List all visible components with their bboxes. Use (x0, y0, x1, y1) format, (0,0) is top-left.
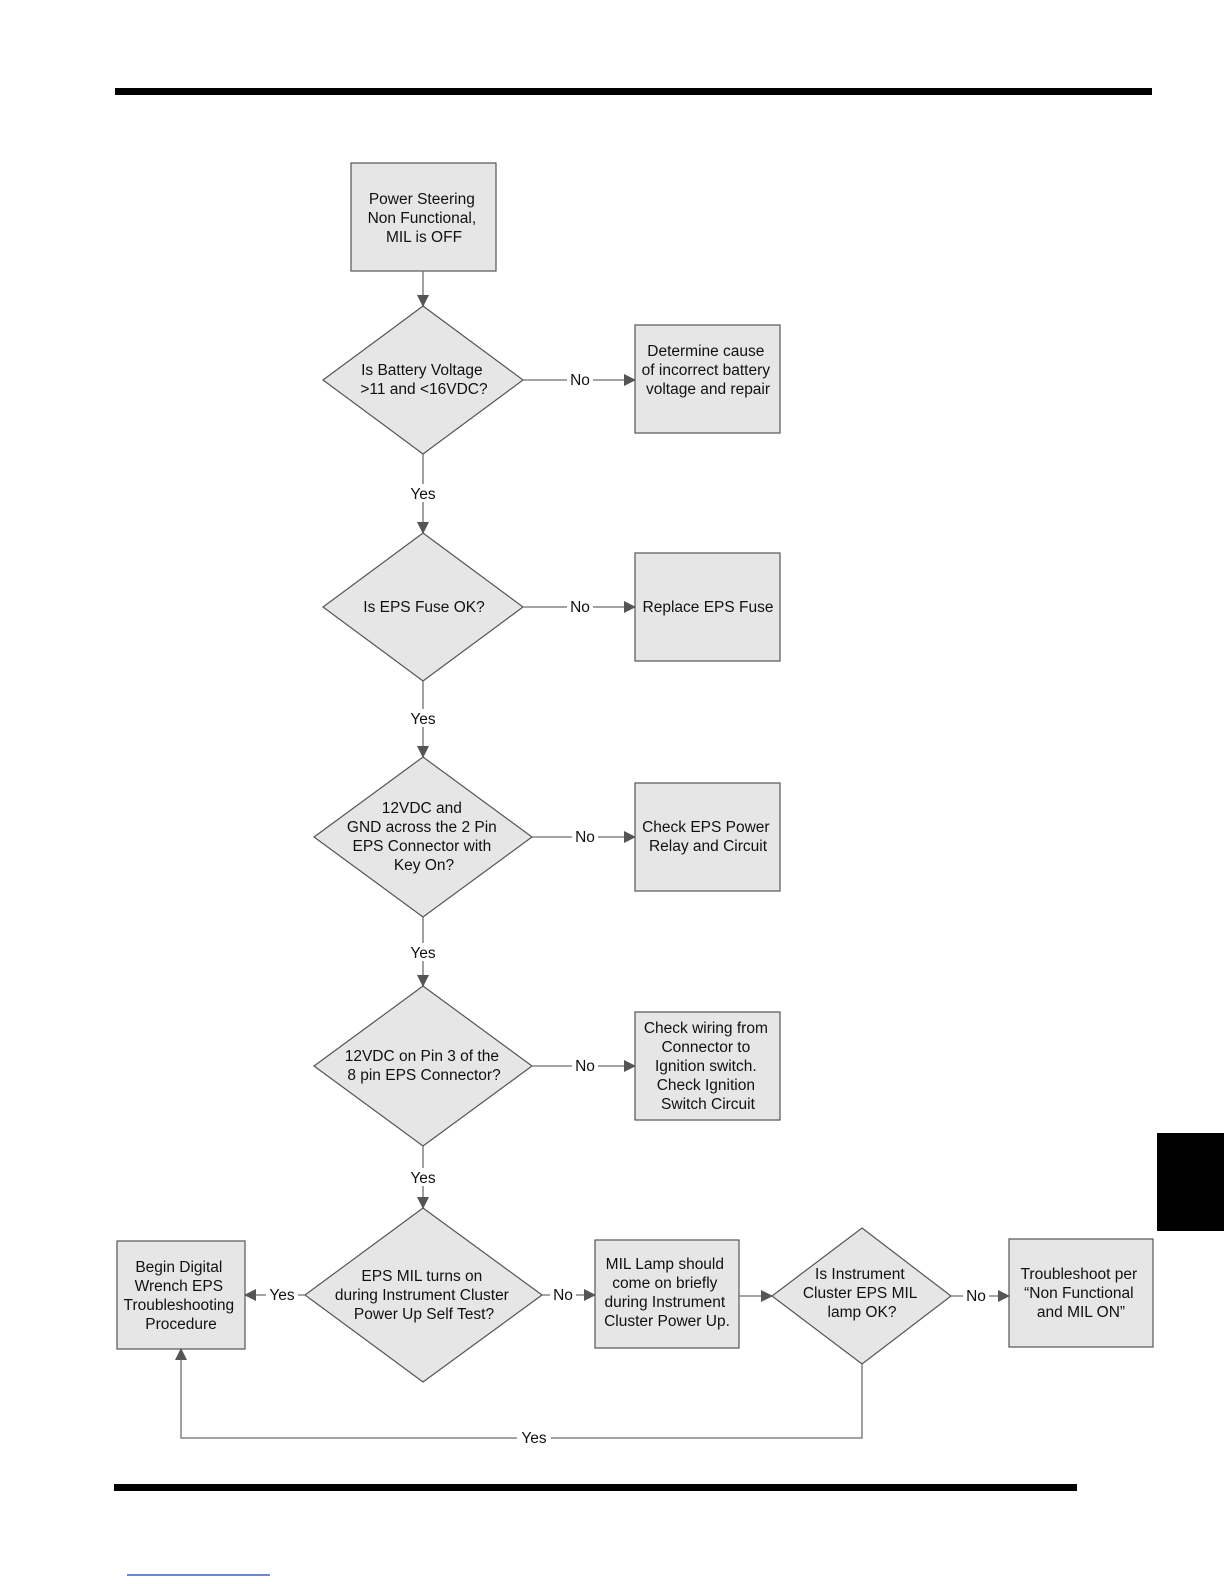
action-check-wiring-box (634, 1011, 781, 1121)
decision-battery-voltage-text: Is Battery Voltage >11 and <16VDC? (360, 362, 488, 398)
decision-cluster-mil-lamp-text: Is Instrument Cluster EPS MIL lamp OK? (803, 1266, 921, 1321)
action-replace-fuse-text: Replace EPS Fuse (643, 599, 774, 616)
action-check-power-relay-text: Check EPS Power Relay and Circuit (642, 819, 774, 855)
action-battery-repair-text: Determine cause of incorrect battery vol… (642, 343, 775, 398)
edge-lamp-yes-loop (175, 1348, 863, 1439)
decision-eps-mil-self-test-text: EPS MIL turns on during Instrument Clust… (335, 1268, 513, 1323)
decision-12vdc-gnd (312, 756, 534, 918)
edge-label-12v-yes: Yes (410, 945, 436, 962)
edge-label-group: No Yes No Yes No Yes No Yes Yes No No Ye… (266, 370, 989, 1447)
decision-battery-voltage (321, 305, 525, 455)
edge-label-pin3-yes: Yes (410, 1170, 436, 1187)
section-side-tab (1157, 1133, 1224, 1231)
action-troubleshoot-mil-on-box (1008, 1238, 1154, 1348)
action-mil-lamp-info-text: MIL Lamp should come on briefly during I… (604, 1256, 730, 1330)
edge-label-fuse-yes: Yes (410, 711, 436, 728)
decision-pin3-voltage (312, 985, 534, 1147)
bottom-rule (114, 1484, 1077, 1491)
action-check-wiring-text: Check wiring from Connector to Ignition … (644, 1020, 772, 1113)
edge-label-12v-no: No (575, 829, 595, 846)
top-rule (115, 88, 1152, 95)
decision-eps-fuse-text: Is EPS Fuse OK? (363, 599, 485, 616)
edge-label-mil-yes: Yes (269, 1287, 295, 1304)
decision-pin3-voltage-text: 12VDC on Pin 3 of the 8 pin EPS Connecto… (345, 1048, 504, 1084)
action-battery-repair-box (634, 324, 781, 434)
edge-label-lamp-no: No (966, 1288, 986, 1305)
edge-label-pin3-no: No (575, 1058, 595, 1075)
edge-label-mil-no: No (553, 1287, 573, 1304)
edge-label-battery-no: No (570, 372, 590, 389)
action-check-power-relay-box (634, 782, 781, 892)
decision-12vdc-gnd-text: 12VDC and GND across the 2 Pin EPS Conne… (347, 800, 501, 874)
edge-label-lamp-yes: Yes (521, 1430, 547, 1447)
action-digital-wrench-text: Begin Digital Wrench EPS Troubleshooting… (124, 1259, 239, 1333)
action-troubleshoot-mil-on-text: Troubleshoot per “Non Functional and MIL… (1021, 1266, 1142, 1321)
edge-label-fuse-no: No (570, 599, 590, 616)
start-box-text: Power Steering Non Functional, MIL is OF… (368, 191, 481, 246)
action-mil-lamp-info-box (594, 1239, 740, 1349)
decision-eps-mil-self-test (303, 1207, 544, 1383)
edge-label-battery-yes: Yes (410, 486, 436, 503)
